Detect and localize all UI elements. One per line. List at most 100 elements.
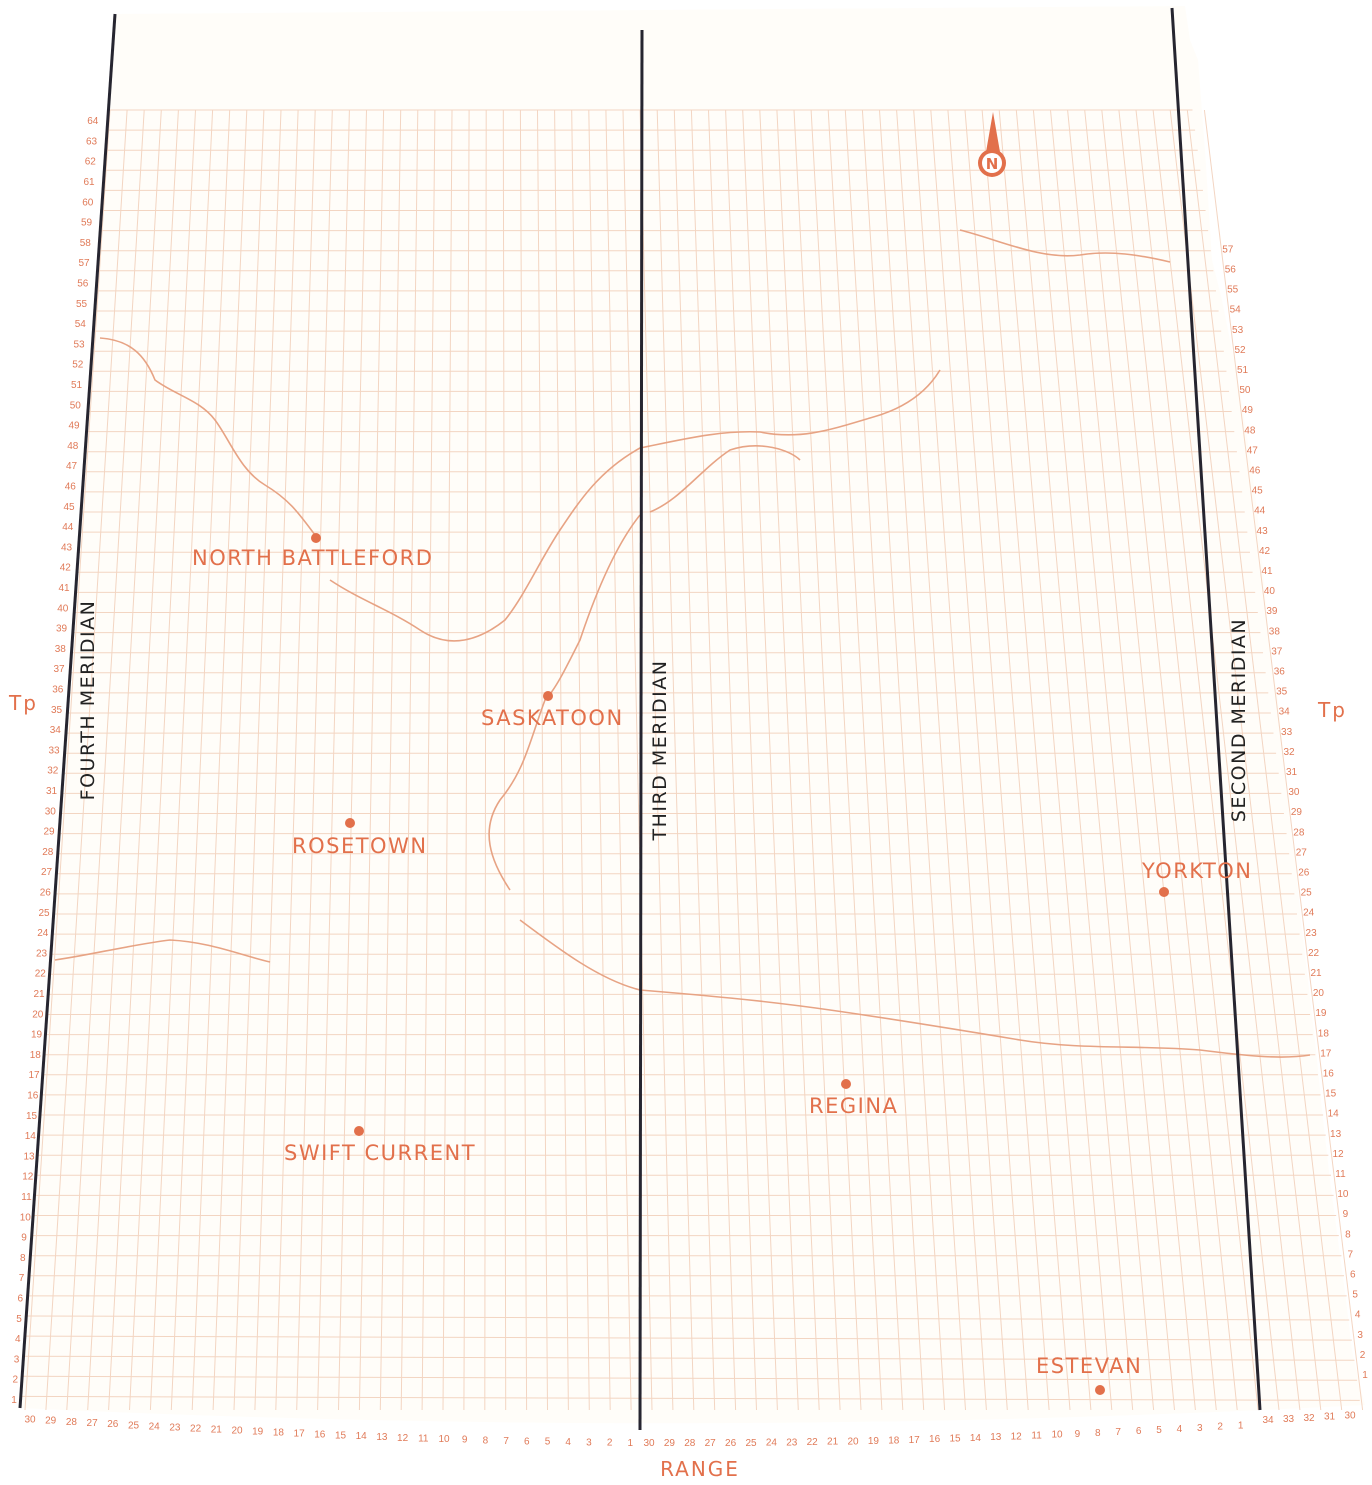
range-number-w4: 2 xyxy=(607,1438,613,1449)
range-line xyxy=(170,109,231,1411)
range-number-w4: 24 xyxy=(149,1421,161,1432)
right-township-number: 37 xyxy=(1271,646,1283,657)
left-township-number: 53 xyxy=(73,339,85,350)
right-township-number: 42 xyxy=(1259,546,1271,557)
range-number-w3: 16 xyxy=(929,1434,941,1445)
right-township-number: 57 xyxy=(1222,244,1234,255)
range-number-w4: 16 xyxy=(314,1430,326,1441)
range-line xyxy=(1050,109,1175,1411)
left-township-number: 23 xyxy=(36,948,48,959)
range-line xyxy=(1118,109,1259,1411)
range-number-w4: 14 xyxy=(356,1431,368,1442)
range-number-w3: 20 xyxy=(847,1436,859,1447)
range-number-w4: 27 xyxy=(87,1418,99,1429)
left-township-number: 49 xyxy=(68,421,80,432)
range-line xyxy=(1067,109,1196,1411)
left-township-number: 13 xyxy=(23,1151,35,1162)
left-township-number: 59 xyxy=(81,218,93,229)
range-line xyxy=(896,109,987,1411)
range-line xyxy=(913,109,1008,1411)
range-number-w3: 19 xyxy=(868,1436,880,1447)
north-saskatchewan-river xyxy=(99,337,316,536)
fourth-meridian-label: FOURTH MERIDIAN xyxy=(77,600,99,801)
left-township-number: 9 xyxy=(21,1233,27,1244)
range-line xyxy=(605,109,632,1411)
right-township-number: 54 xyxy=(1230,305,1242,316)
range-number-w4: 9 xyxy=(462,1435,468,1446)
range-number-w4: 22 xyxy=(190,1424,202,1435)
right-township-number: 2 xyxy=(1360,1350,1366,1361)
range-line xyxy=(981,109,1092,1411)
range-number-w2: 32 xyxy=(1303,1413,1315,1424)
township-label-left: Tp xyxy=(8,691,38,715)
range-line xyxy=(964,109,1071,1411)
township-line xyxy=(25,1335,1352,1341)
range-number-w3: 1 xyxy=(1238,1421,1244,1432)
range-line xyxy=(87,109,162,1411)
range-line xyxy=(24,109,111,1411)
range-line xyxy=(776,109,841,1411)
range-line xyxy=(708,109,757,1411)
left-township-number: 37 xyxy=(53,664,65,675)
right-township-number: 25 xyxy=(1301,888,1313,899)
range-line xyxy=(998,109,1113,1411)
right-township-number: 22 xyxy=(1308,948,1320,959)
regina-label: REGINA xyxy=(809,1094,898,1118)
right-township-number: 51 xyxy=(1237,365,1249,376)
range-number-w3: 6 xyxy=(1136,1426,1142,1437)
range-number-w3: 24 xyxy=(766,1438,778,1449)
range-line xyxy=(742,109,799,1411)
range-line xyxy=(1152,109,1301,1411)
left-township-number: 44 xyxy=(62,522,74,533)
range-line xyxy=(212,109,265,1411)
left-township-number: 19 xyxy=(31,1030,43,1041)
left-township-number: 29 xyxy=(43,827,55,838)
right-township-number: 20 xyxy=(1313,988,1325,999)
range-number-w2: 31 xyxy=(1324,1412,1336,1423)
range-number-w4: 6 xyxy=(524,1436,530,1447)
right-township-number: 39 xyxy=(1266,606,1278,617)
range-number-w4: 20 xyxy=(231,1426,243,1437)
range-label: RANGE xyxy=(660,1457,740,1481)
right-township-number: 40 xyxy=(1264,586,1276,597)
right-township-number: 49 xyxy=(1242,405,1254,416)
north-battleford-dot xyxy=(311,533,321,543)
right-township-number: 52 xyxy=(1234,345,1246,356)
right-township-number: 32 xyxy=(1283,747,1295,758)
range-line xyxy=(191,109,248,1411)
range-line xyxy=(463,109,470,1411)
range-number-w3: 3 xyxy=(1197,1423,1203,1434)
north-battleford-label: NORTH BATTLEFORD xyxy=(192,546,433,570)
left-township-number: 38 xyxy=(55,644,67,655)
range-line xyxy=(296,109,333,1411)
range-line xyxy=(1032,109,1155,1411)
township-line xyxy=(22,1375,1358,1381)
range-number-w3: 10 xyxy=(1051,1430,1063,1441)
range-number-w4: 23 xyxy=(169,1423,181,1434)
left-township-number: 48 xyxy=(67,441,79,452)
saskatoon-label: SASKATOON xyxy=(481,706,624,730)
left-township-number: 14 xyxy=(25,1131,37,1142)
range-line xyxy=(879,109,966,1411)
left-township-number: 39 xyxy=(56,624,68,635)
range-number-w3: 29 xyxy=(664,1438,676,1449)
right-township-number: 50 xyxy=(1239,385,1251,396)
left-township-number: 61 xyxy=(83,177,95,188)
township-line xyxy=(20,1395,1360,1401)
range-number-w3: 13 xyxy=(990,1432,1002,1443)
range-line xyxy=(656,109,695,1411)
left-township-number: 43 xyxy=(61,542,73,553)
range-line xyxy=(379,109,402,1411)
right-township-number: 16 xyxy=(1323,1069,1335,1080)
township-label-right: Tp xyxy=(1317,698,1347,722)
right-township-number: 5 xyxy=(1352,1290,1358,1301)
range-number-w3: 21 xyxy=(827,1437,839,1448)
right-township-number: 3 xyxy=(1357,1330,1363,1341)
range-line xyxy=(571,109,590,1411)
left-township-number: 47 xyxy=(66,461,78,472)
right-township-number: 53 xyxy=(1232,325,1244,336)
left-township-number: 63 xyxy=(86,136,98,147)
range-number-w4: 19 xyxy=(252,1427,264,1438)
range-number-w3: 7 xyxy=(1115,1427,1121,1438)
range-number-w4: 25 xyxy=(128,1420,140,1431)
